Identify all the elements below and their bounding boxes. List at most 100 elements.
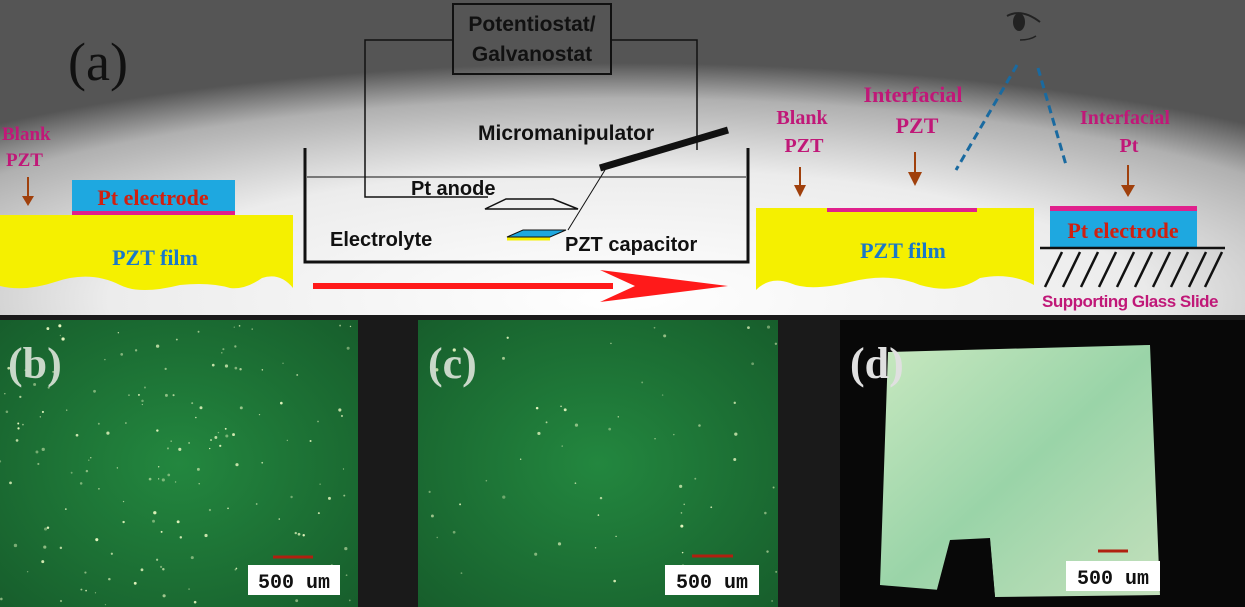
- red-arrow-right-icon: [313, 270, 728, 302]
- speckle: [59, 334, 62, 337]
- speckle: [435, 368, 439, 372]
- speckle: [141, 399, 144, 403]
- glass-slide-hatching: [1040, 246, 1225, 288]
- speckle: [28, 364, 31, 367]
- speckle: [317, 512, 320, 515]
- left-schematic: Blank PZT Pt electrode PZT film: [0, 124, 293, 290]
- speckle: [117, 332, 120, 334]
- speckle: [597, 514, 600, 516]
- pt-electrode-label: Pt electrode: [97, 185, 209, 210]
- speckle: [295, 599, 299, 603]
- speckle: [346, 346, 350, 350]
- scale-label-bg-c: [665, 565, 759, 595]
- interfacial-pzt-label: Interfacial: [864, 82, 963, 107]
- speckle: [162, 594, 166, 598]
- speckle: [342, 468, 345, 470]
- speckle: [158, 478, 160, 480]
- panel-b: (b) 500 um: [0, 320, 358, 607]
- speckle: [66, 409, 68, 411]
- speckle: [210, 439, 212, 441]
- speckle: [733, 401, 736, 405]
- delaminated-pt-square: [880, 345, 1160, 597]
- blank-pzt-label: Blank: [2, 124, 51, 145]
- blank-pzt-label-2: PZT: [6, 150, 43, 171]
- interface-layer: [72, 211, 235, 215]
- glass-slide-label: Supporting Glass Slide: [1042, 292, 1218, 311]
- scale-label-b: 500 um: [258, 572, 330, 595]
- speckle: [97, 422, 100, 425]
- speckle: [673, 433, 675, 436]
- panel-d-label: (d): [850, 339, 904, 388]
- speckle: [290, 495, 293, 499]
- speckle: [224, 364, 229, 368]
- speckle: [339, 324, 342, 327]
- speckle: [227, 507, 229, 510]
- speckle: [93, 389, 96, 393]
- speckle: [537, 431, 541, 436]
- speckle: [9, 481, 12, 485]
- speckle: [174, 481, 177, 483]
- speckle: [164, 393, 168, 397]
- speckle: [64, 508, 67, 510]
- speckle: [766, 550, 769, 553]
- speckle: [235, 463, 239, 467]
- speckle: [775, 570, 778, 573]
- speckle: [641, 381, 644, 384]
- speckle: [90, 457, 92, 459]
- speckle: [217, 431, 220, 434]
- speckle: [85, 589, 87, 592]
- speckle: [279, 401, 283, 405]
- speckle: [176, 520, 180, 524]
- speckle: [41, 410, 44, 414]
- speckle: [140, 568, 144, 572]
- speckle: [159, 565, 163, 568]
- speckle: [13, 543, 18, 548]
- speckle: [261, 461, 264, 464]
- speckle: [191, 402, 194, 405]
- speckle: [35, 450, 39, 454]
- speckle: [106, 431, 110, 435]
- speckle: [608, 427, 612, 431]
- potentiostat-box: [452, 3, 612, 75]
- speckle: [258, 413, 261, 416]
- speckle: [698, 424, 701, 427]
- speckle: [436, 536, 438, 539]
- speckle: [157, 466, 160, 468]
- speckle: [58, 324, 62, 328]
- speckle: [164, 367, 167, 370]
- speckle: [519, 458, 522, 460]
- micrograph-b: [0, 320, 358, 607]
- speckle: [733, 458, 737, 462]
- speckle: [46, 526, 50, 529]
- pt-electrode-shape: [72, 180, 235, 213]
- speckle: [15, 439, 19, 442]
- scale-label-c: 500 um: [676, 572, 748, 595]
- speckle: [172, 394, 175, 397]
- speckle: [59, 546, 63, 550]
- speckle: [751, 362, 755, 366]
- speckle: [234, 366, 238, 370]
- speckle: [679, 484, 683, 488]
- speckle: [766, 325, 771, 329]
- speckle: [4, 392, 6, 395]
- speckle: [134, 349, 138, 352]
- panel-c: (c) 500 um: [418, 320, 778, 607]
- right-pt-electrode-label: Pt electrode: [1067, 218, 1179, 243]
- speckle: [680, 512, 683, 514]
- speckle: [428, 490, 431, 493]
- speckle: [214, 436, 218, 439]
- right-blank-pzt-label: Blank: [776, 107, 828, 129]
- speckle: [219, 444, 222, 447]
- speckle: [108, 577, 111, 581]
- speckle: [17, 422, 20, 425]
- speckle: [563, 408, 567, 412]
- speckle: [430, 514, 434, 518]
- speckle: [296, 373, 299, 376]
- speckle: [209, 447, 211, 450]
- speckle: [764, 511, 767, 515]
- speckle: [156, 429, 159, 432]
- speckle: [286, 439, 289, 442]
- interfacial-pt-label: Interfacial: [1080, 107, 1170, 129]
- speckle: [47, 386, 50, 389]
- speckle: [204, 533, 208, 538]
